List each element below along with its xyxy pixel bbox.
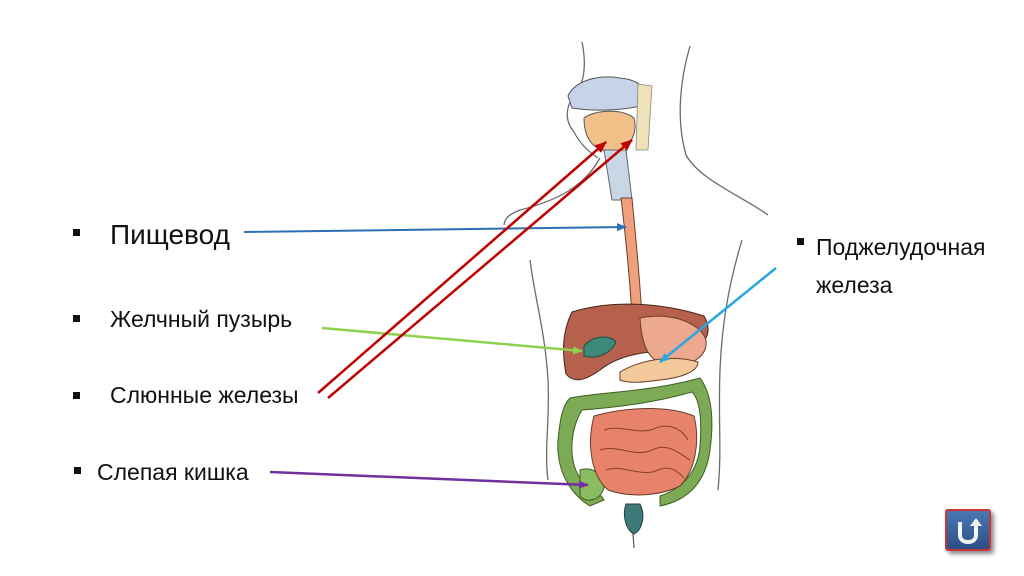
bullet-pancreas [797, 238, 804, 245]
label-gallbladder: Желчный пузырь [110, 306, 293, 332]
bullet-caecum [74, 467, 81, 474]
small-intestine-shape [589, 408, 698, 496]
pancreas-shape [619, 357, 699, 383]
rectum-shape [623, 503, 644, 535]
return-button[interactable] [945, 509, 991, 551]
gallbladder-shape [583, 336, 617, 358]
label-caecum: Слепая кишка [97, 459, 249, 485]
bullet-esophagus [73, 229, 80, 236]
small-intestine-loops [599, 425, 691, 479]
label-esophagus: Пищевод [110, 219, 230, 250]
bullet-gallbladder [73, 315, 80, 322]
body-outline [503, 41, 769, 491]
label-salivary-glands: Слюнные железы [110, 382, 299, 408]
gallbladder-arrow [321, 326, 583, 355]
head-organs [567, 76, 653, 201]
return-arrow-icon [958, 518, 982, 545]
label-pancreas: Поджелудочная железа [816, 234, 986, 298]
salivary-arrow-1 [317, 141, 607, 394]
stomach-shape [639, 315, 707, 367]
esophagus-arrow [243, 223, 627, 233]
pancreas-arrow [659, 267, 777, 363]
large-intestine-shape [557, 377, 713, 507]
esophagus-shape [620, 197, 643, 319]
bullet-salivary [73, 392, 80, 399]
anus-line [632, 533, 635, 549]
salivary-arrow-2 [327, 139, 633, 399]
caecum-arrow [269, 470, 589, 489]
